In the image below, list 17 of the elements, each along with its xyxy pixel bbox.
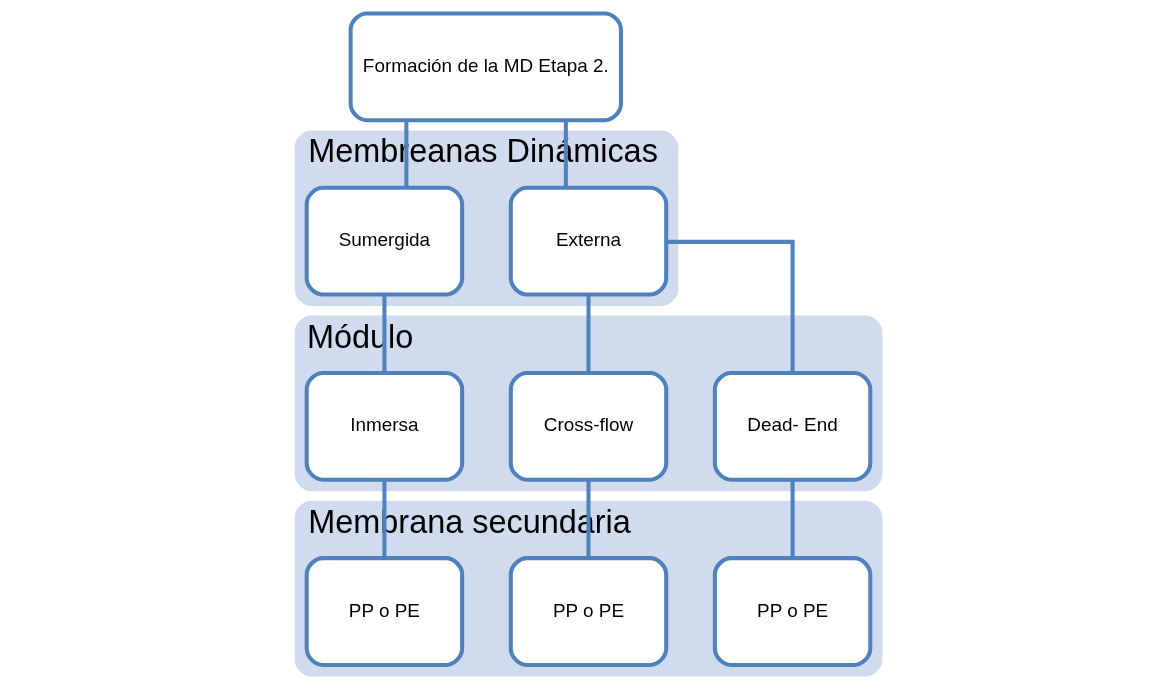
node-box: Inmersa xyxy=(304,370,464,482)
node-box: PP o PE xyxy=(304,556,464,667)
connector xyxy=(381,294,386,373)
node-box: Cross-flow xyxy=(508,370,668,482)
connector xyxy=(563,120,568,188)
connector xyxy=(585,294,591,373)
node-box: PP o PE xyxy=(508,556,668,667)
connector xyxy=(403,120,408,188)
connector xyxy=(790,479,795,559)
connector xyxy=(381,479,386,559)
connector xyxy=(585,479,591,559)
node-box: Dead- End xyxy=(712,370,872,482)
node-box: Externa xyxy=(508,185,668,297)
node-box: Sumergida xyxy=(304,185,464,297)
node-box: Formación de la MD Etapa 2. xyxy=(348,11,623,123)
node-box: PP o PE xyxy=(712,556,872,667)
connector xyxy=(665,239,795,373)
